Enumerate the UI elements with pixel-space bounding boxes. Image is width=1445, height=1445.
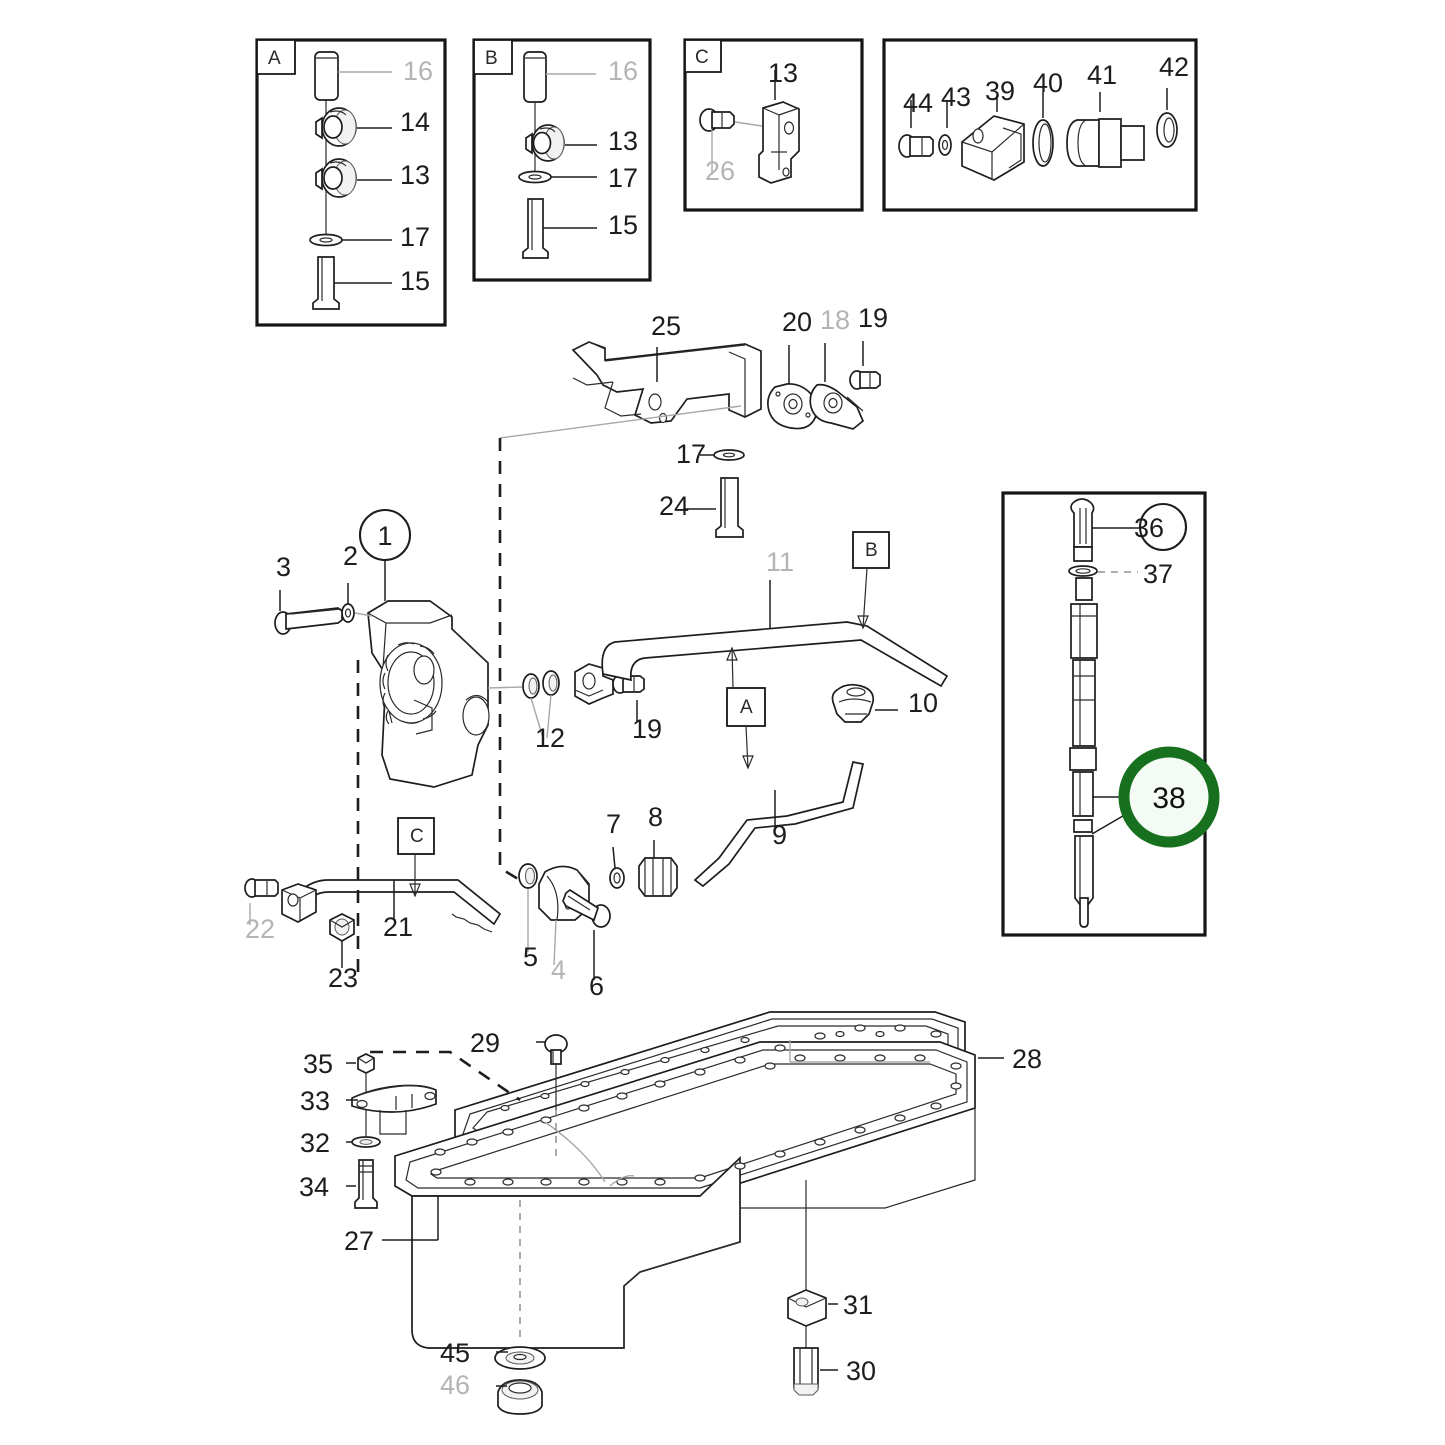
label-11: 11: [766, 547, 794, 577]
label-45: 45: [440, 1338, 470, 1368]
label-26-panel-c: 26: [705, 156, 735, 186]
tag-c-lower-label: C: [410, 826, 424, 847]
bracket-25-assembly: [498, 341, 881, 884]
label-1-circled: 1: [377, 521, 392, 551]
label-7: 7: [606, 809, 621, 839]
label-3: 3: [276, 552, 291, 582]
suction-pipe-assembly: C: [244, 660, 502, 980]
label-17-panel-a: 17: [400, 222, 430, 252]
label-25: 25: [651, 311, 681, 341]
label-5: 5: [523, 942, 538, 972]
label-20: 20: [782, 307, 812, 337]
panel-c-tag: C: [695, 47, 709, 68]
label-16-panel-a: 16: [403, 56, 433, 86]
label-18: 18: [820, 305, 850, 335]
label-4: 4: [551, 955, 566, 985]
inset-panel-c: C: [683, 38, 864, 212]
label-13-panel-b: 13: [608, 126, 638, 156]
oil-pipes: B A: [518, 531, 949, 980]
label-38-highlighted: 38: [1152, 782, 1185, 815]
label-31: 31: [843, 1290, 873, 1320]
label-9: 9: [772, 820, 787, 850]
label-10: 10: [908, 688, 938, 718]
label-30: 30: [846, 1356, 876, 1386]
panel-b-tag: B: [485, 48, 498, 69]
label-41: 41: [1087, 60, 1117, 90]
label-14-panel-a: 14: [400, 107, 430, 137]
label-33: 33: [300, 1086, 330, 1116]
callout-number-labels: 16 14 13 17 15 16 13 17 15 13 26 44 43 3…: [245, 52, 1189, 1400]
label-36: 36: [1134, 513, 1164, 543]
label-22: 22: [245, 914, 275, 944]
inset-panel-a: A: [255, 38, 447, 327]
label-23: 23: [328, 963, 358, 993]
label-43: 43: [941, 82, 971, 112]
label-35: 35: [303, 1049, 333, 1079]
label-40: 40: [1033, 68, 1063, 98]
label-44: 44: [903, 88, 933, 118]
label-27: 27: [344, 1226, 374, 1256]
label-15-panel-b: 15: [608, 210, 638, 240]
label-8: 8: [648, 802, 663, 832]
inset-panel-dipstick: [1001, 491, 1220, 937]
oil-pump-body: [274, 508, 645, 788]
label-13-panel-a: 13: [400, 160, 430, 190]
label-28: 28: [1012, 1044, 1042, 1074]
panel-a-tag: A: [268, 48, 281, 69]
label-39: 39: [985, 76, 1015, 106]
label-13-panel-c: 13: [768, 58, 798, 88]
label-16-panel-b: 16: [608, 56, 638, 86]
label-21: 21: [383, 912, 413, 942]
label-15-panel-a: 15: [400, 266, 430, 296]
inset-panel-b: B: [472, 38, 652, 282]
label-37: 37: [1143, 559, 1173, 589]
label-17-mid: 17: [676, 439, 706, 469]
label-19-top: 19: [858, 303, 888, 333]
tag-b-upper-label: B: [865, 540, 878, 561]
label-17-panel-b: 17: [608, 163, 638, 193]
highlight-ring-38: [1118, 746, 1220, 848]
label-2: 2: [343, 541, 358, 571]
inset-panel-d: [882, 38, 1198, 212]
label-29: 29: [470, 1028, 500, 1058]
label-6: 6: [589, 971, 604, 1001]
label-24: 24: [659, 491, 689, 521]
tag-a-mid-label: A: [740, 697, 753, 718]
oil-pan-assembly: [346, 1011, 1004, 1415]
label-12: 12: [535, 723, 565, 753]
label-19-bottom: 19: [632, 714, 662, 744]
label-46: 46: [440, 1370, 470, 1400]
label-32: 32: [300, 1128, 330, 1158]
label-42: 42: [1159, 52, 1189, 82]
label-34: 34: [299, 1172, 329, 1202]
